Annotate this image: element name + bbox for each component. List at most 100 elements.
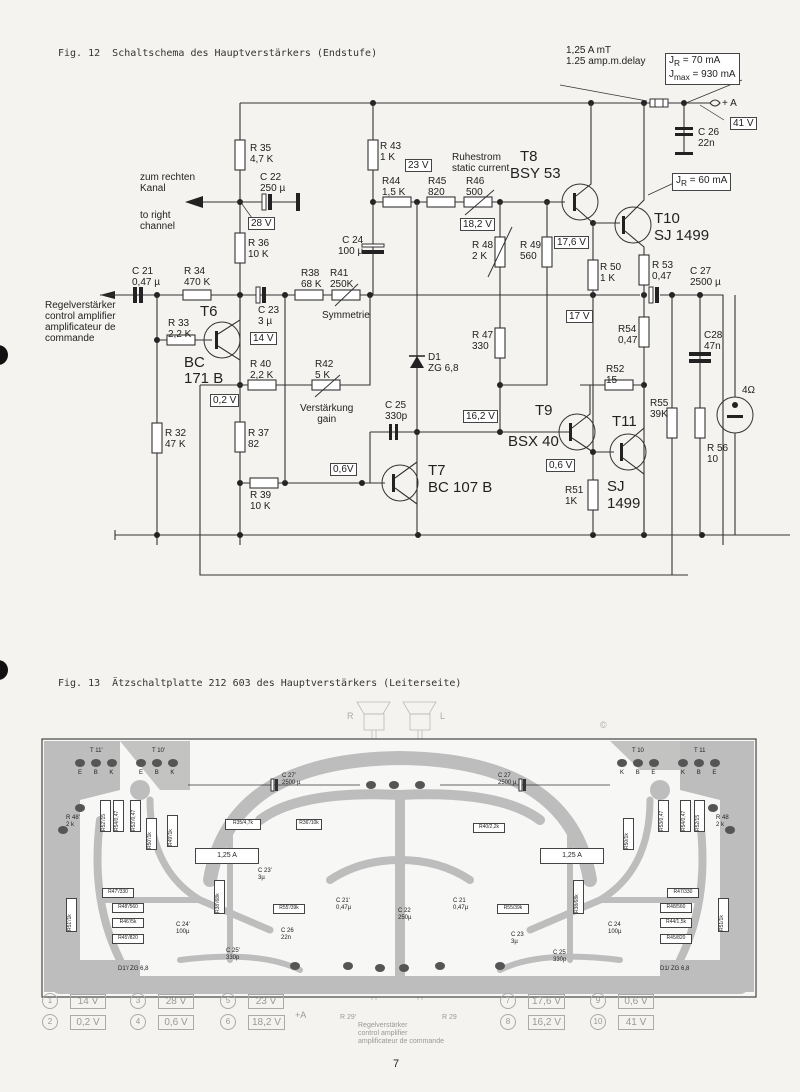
label-text: = 930 mA: [692, 69, 736, 80]
label-text: R 49: [520, 240, 542, 251]
label-text: R 48: [472, 240, 494, 251]
label-text: 0,47: [652, 271, 672, 282]
label-text: 330p: [385, 411, 408, 422]
label-text: 330: [472, 341, 489, 352]
legend-number: 8: [500, 1014, 516, 1030]
label-text: R41: [330, 268, 349, 279]
legend-voltage: 16,2 V: [528, 1014, 565, 1030]
fuse-label-en: 1.25 amp.m.delay: [566, 56, 646, 67]
label-text: 47 K: [165, 439, 186, 450]
label-text: R 33: [168, 318, 190, 329]
legend-item: 8 16,2 V: [500, 1014, 565, 1030]
fig12-caption: Fig. 12 Schaltschema des Hauptverstärker…: [58, 48, 378, 59]
label-text: 5 K: [315, 370, 331, 381]
label-text: 250 µ: [260, 183, 286, 194]
label-text: 2 K: [472, 251, 488, 262]
label-text: 82: [248, 439, 260, 450]
label-text: R 39: [250, 490, 272, 501]
legend-number: 5: [220, 993, 236, 1009]
label-text: R42: [315, 359, 334, 370]
label-text: R 36: [248, 238, 270, 249]
label-text: 10 K: [248, 249, 269, 260]
label-text: Ruhestrom: [452, 152, 501, 163]
punch-hole: [0, 660, 8, 680]
label-text: zum rechten: [140, 172, 196, 183]
legend-number: 6: [220, 1014, 236, 1030]
label-text: commande: [45, 333, 95, 344]
voltage-legend: [0, 992, 800, 1032]
label-text: 1 K: [380, 152, 396, 163]
label-text: max: [674, 72, 690, 82]
label-text: R 50: [600, 262, 622, 273]
label-text: C 23: [258, 305, 280, 316]
label-text: Verstärkung: [300, 403, 354, 414]
label-text: C28: [704, 330, 723, 341]
terminal-a: [709, 99, 721, 107]
label-text: C 22: [260, 172, 282, 183]
label-text: 1,5 K: [382, 187, 406, 198]
label-text: C 26: [698, 127, 720, 138]
label-text: = 70 mA: [682, 55, 721, 66]
label-text: R52: [606, 364, 625, 375]
label-group: JR = 70 mA: [669, 55, 736, 69]
label-text: R55: [650, 398, 669, 409]
label-text: R 34: [184, 266, 206, 277]
label-text: 47n: [704, 341, 721, 352]
label-text: T8: [520, 148, 538, 165]
label-text: 22n: [698, 138, 715, 149]
label-text: static current: [452, 163, 510, 174]
label-text: 1499: [607, 495, 641, 512]
label-text: 15: [606, 375, 618, 386]
label-text: T9: [535, 402, 553, 419]
label-text: J: [669, 55, 674, 66]
label-text: to right: [140, 210, 171, 221]
voltage-162v: 16,2 V: [463, 410, 498, 423]
legend-number: 4: [130, 1014, 146, 1030]
label-text: R46: [466, 176, 485, 187]
legend-voltage: 14 V: [70, 993, 106, 1009]
label-text: Kanal: [140, 183, 166, 194]
label-text: R 37: [248, 428, 270, 439]
label-text: C 21: [132, 266, 154, 277]
t6-label: T6: [200, 303, 218, 320]
fuse-symbol: [649, 98, 669, 108]
label-text: SJ 1499: [654, 227, 710, 244]
label-text: gain: [317, 414, 337, 425]
voltage-176v: 17,6 V: [554, 236, 589, 249]
zener-diode: [410, 356, 424, 368]
legend-voltage: 28 V: [158, 993, 194, 1009]
voltage-41v: 41 V: [730, 117, 757, 130]
legend-voltage: 18,2 V: [248, 1014, 285, 1030]
label-text: T7: [428, 462, 446, 479]
label-text: R51: [565, 485, 584, 496]
voltage-17v: 17 V: [566, 310, 593, 323]
label-text: 820: [428, 187, 445, 198]
label-text: BSY 53: [510, 165, 561, 182]
label-text: 3 µ: [258, 316, 273, 327]
label-text: channel: [140, 221, 176, 232]
